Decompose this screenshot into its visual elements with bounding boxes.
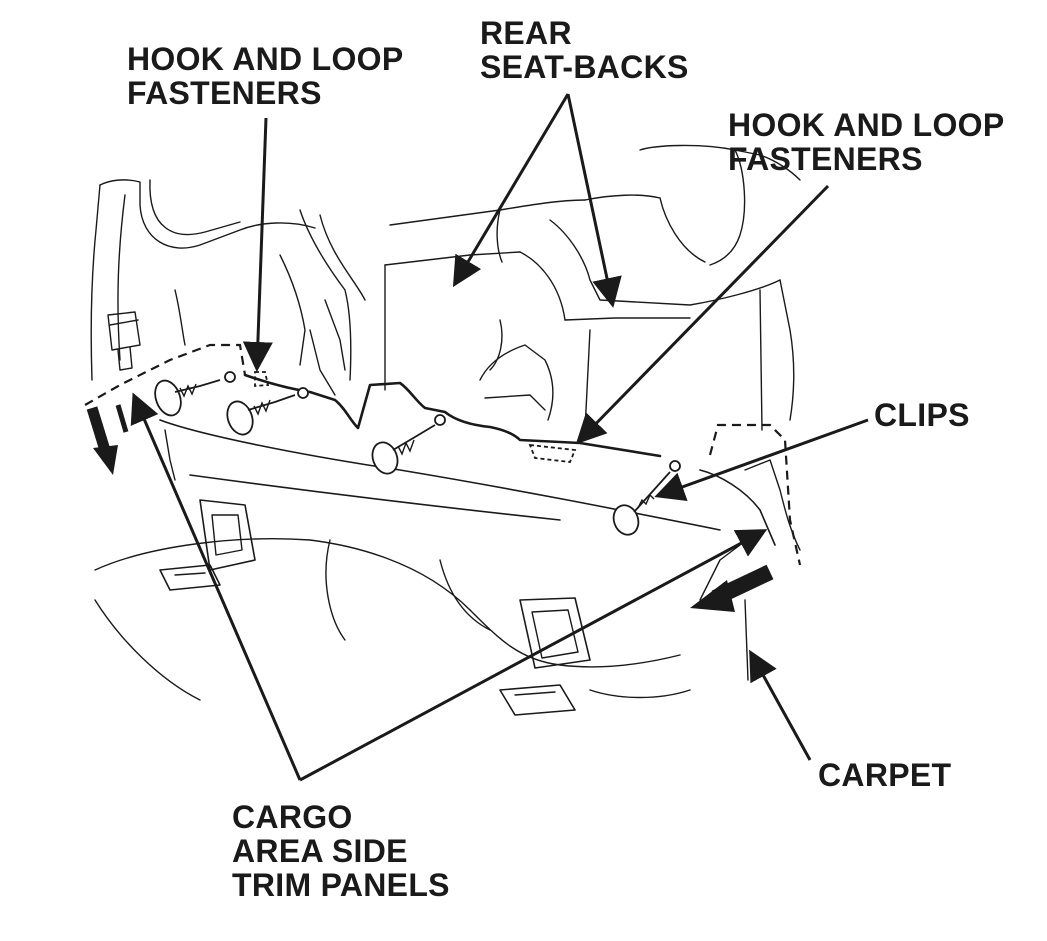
motion-arrow-right [690,564,774,612]
label-line: HOOK AND LOOP [728,107,1005,143]
label-hook-and-loop-left: HOOK AND LOOP FASTENERS [127,42,404,110]
clip-1 [154,371,236,417]
label-line: HOOK AND LOOP [127,41,404,77]
label-clips: CLIPS [874,398,970,432]
label-rear-seat-backs: REAR SEAT-BACKS [480,16,689,84]
label-line: CARGO [232,799,353,835]
label-line: AREA SIDE [232,833,408,869]
leader-lines [130,93,869,782]
label-line: TRIM PANELS [232,867,450,903]
label-line: CARPET [818,757,952,793]
label-line: REAR [480,15,572,51]
cargo-trim-panel [94,373,801,716]
label-line: FASTENERS [127,75,322,111]
label-line: FASTENERS [728,141,923,177]
clip-4 [612,460,681,536]
label-line: CLIPS [874,397,970,433]
clip-3 [371,414,446,475]
label-cargo-area-side-trim-panels: CARGO AREA SIDE TRIM PANELS [232,800,450,902]
hidden-edges [84,343,802,566]
motion-arrow-left [86,404,129,475]
label-line: SEAT-BACKS [480,49,689,85]
clip-2 [226,387,309,436]
label-hook-and-loop-right: HOOK AND LOOP FASTENERS [728,108,1005,176]
label-carpet: CARPET [818,758,951,792]
